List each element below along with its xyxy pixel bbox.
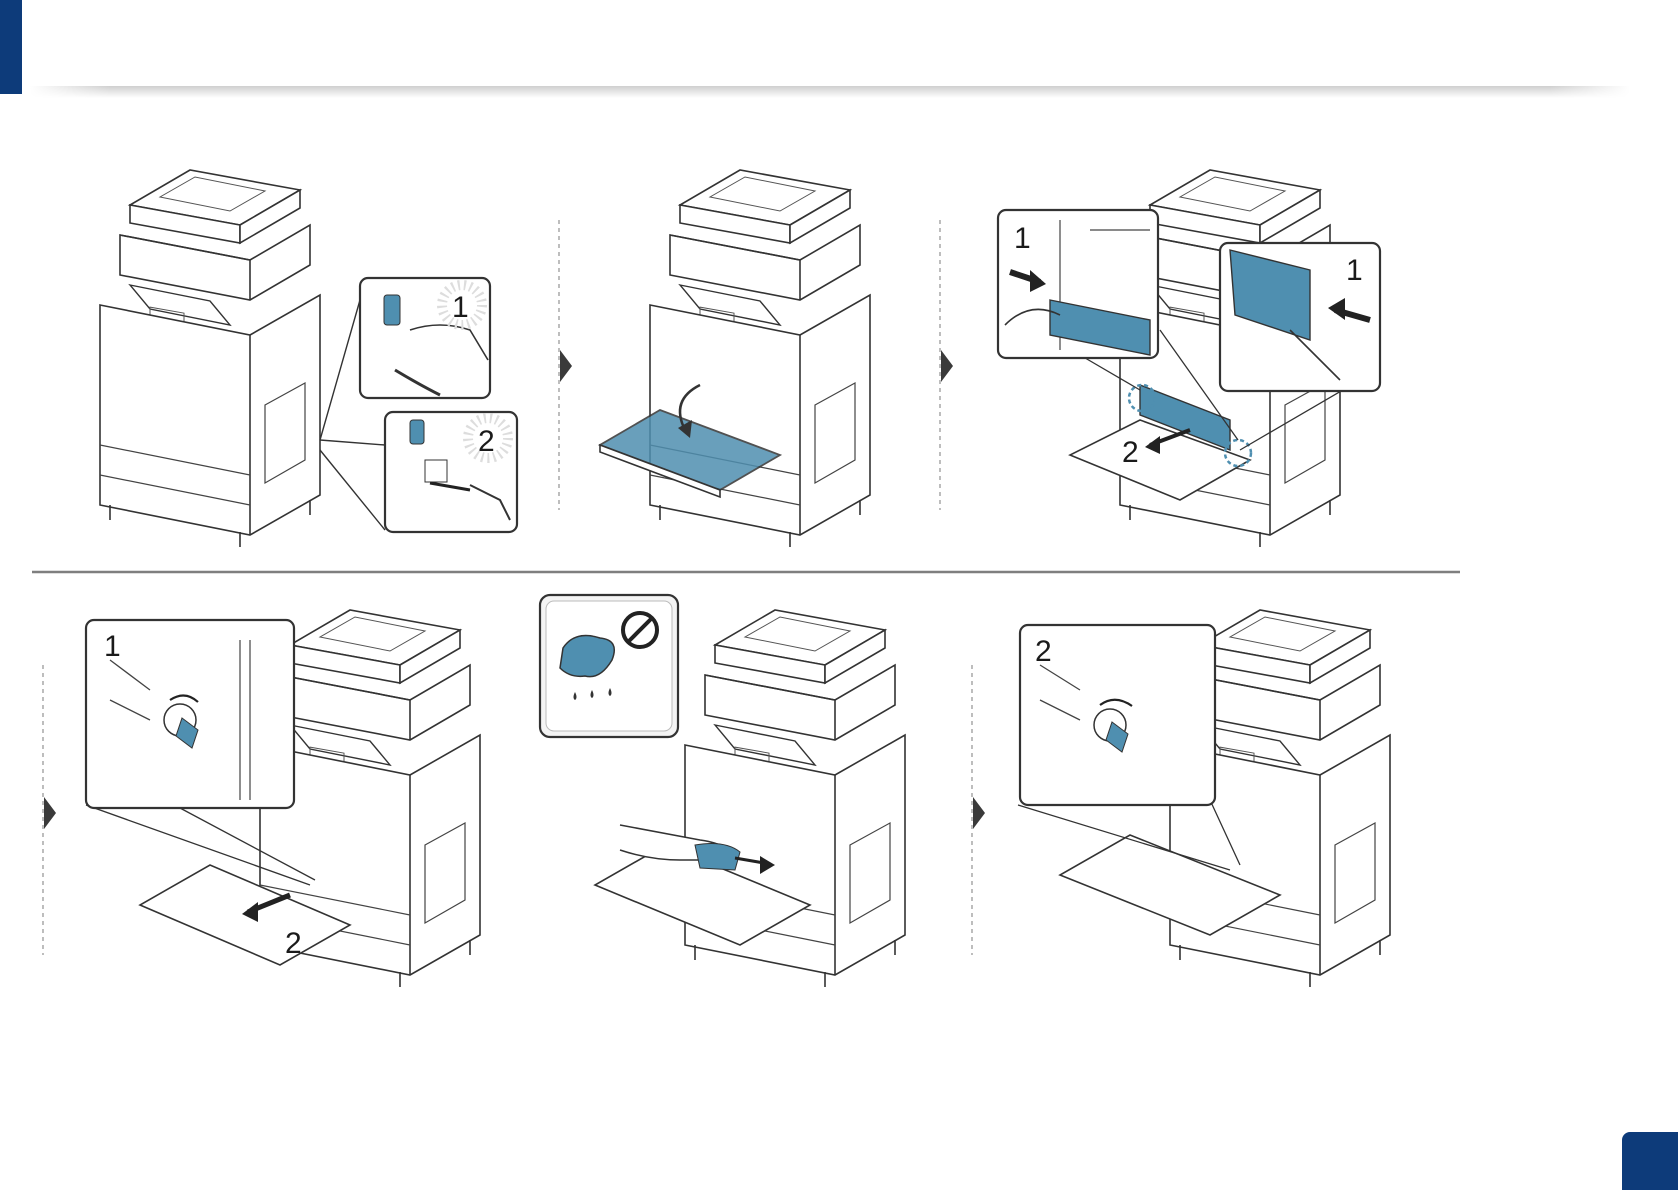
arrow-right-icon — [973, 797, 985, 829]
step1-printer-illustration — [100, 170, 385, 547]
page-number-badge — [1622, 1132, 1678, 1190]
arrow-right-icon — [941, 350, 953, 382]
step2-open-cover-illustration — [600, 170, 870, 547]
callout-number: 1 — [104, 630, 121, 663]
warning-box-no-wet-cloth — [540, 595, 678, 737]
callout-number: 2 — [1035, 635, 1052, 668]
callout-box-left-latch: 1 — [998, 210, 1158, 358]
callout-box-right-latch: 1 — [1220, 243, 1380, 391]
callout-number: 2 — [478, 425, 495, 458]
callout-number: 2 — [285, 927, 302, 960]
callout-number: 1 — [1014, 222, 1031, 255]
arrow-right-icon — [44, 797, 56, 829]
callout-number: 1 — [1346, 254, 1363, 287]
callout-box-power-cord: 2 — [385, 412, 517, 532]
arrow-right-icon — [560, 350, 572, 382]
callout-box-lever: 1 — [86, 620, 294, 808]
callout-box-lock-lever: 2 — [1020, 625, 1215, 805]
callout-number: 2 — [1122, 436, 1139, 469]
callout-box-power-switch: 1 — [360, 278, 490, 398]
callout-number: 1 — [452, 291, 469, 324]
